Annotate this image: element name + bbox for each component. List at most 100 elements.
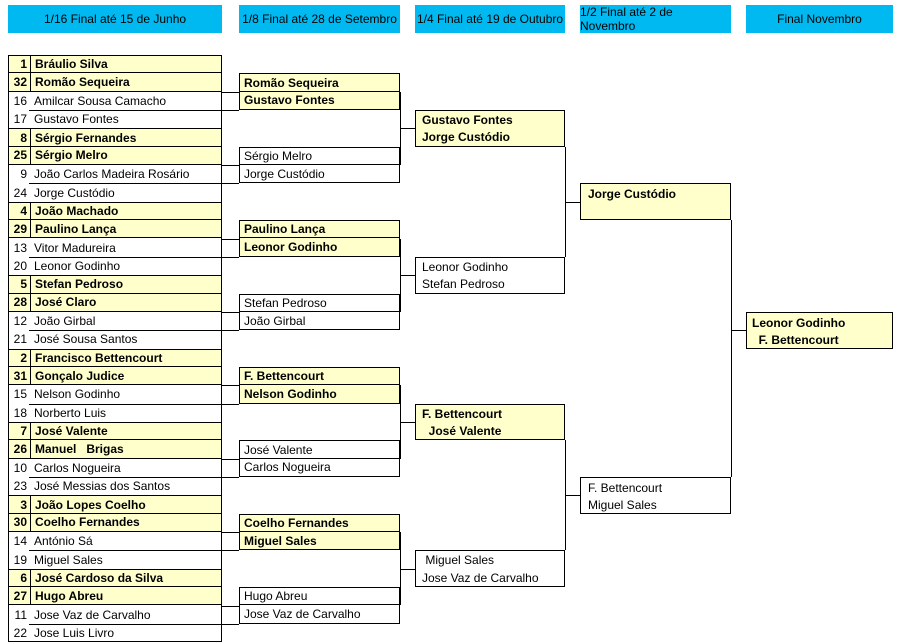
player-name: F. Bettencourt <box>752 333 839 348</box>
player-name: F. Bettencourt <box>244 369 325 384</box>
advanced-player-row: Coelho Fernandes <box>240 515 399 533</box>
player-name: Coelho Fernandes <box>35 515 140 530</box>
bracket-stub-line <box>400 128 415 130</box>
match-connector-line <box>29 330 239 332</box>
player-row: 6 José Cardoso da Silva <box>9 569 221 588</box>
round-header-label: 1/16 Final até 15 de Junho <box>43 12 187 26</box>
round-header-label: 1/4 Final até 19 de Outubro <box>416 12 564 26</box>
bracket-stub-line <box>565 495 580 497</box>
player-name: Gustavo Fontes <box>34 112 119 127</box>
player-name: Bráulio Silva <box>35 57 108 72</box>
player-name: José Valente <box>244 442 313 457</box>
player-name: Amilcar Sousa Camacho <box>34 93 167 108</box>
advanced-player-row: Stefan Pedroso <box>240 295 399 312</box>
round-header-1-4: 1/4 Final até 19 de Outubro <box>415 5 565 33</box>
semifinal-match-box: Jorge Custódio <box>580 183 731 221</box>
player-name: Gonçalo Judice <box>35 368 125 383</box>
player-name: Norberto Luis <box>34 405 107 420</box>
advanced-player-row: Hugo Abreu <box>240 588 399 606</box>
bracket-stub-line <box>731 330 746 332</box>
final-match-box: Leonor Godinho F. Bettencourt <box>746 311 893 349</box>
seed-number: 12 <box>13 314 27 329</box>
advanced-player-row: Leonor Godinho <box>240 238 399 255</box>
player-name: Stefan Pedroso <box>422 277 505 292</box>
seed-number: 21 <box>13 332 27 347</box>
player-name: João Girbal <box>34 314 96 329</box>
bracket-vertical-line <box>731 220 732 478</box>
player-name: José Valente <box>35 424 108 439</box>
player-name: Vitor Madureira <box>34 240 116 255</box>
bracket-vertical-line <box>400 532 401 606</box>
seed-number: 7 <box>9 423 31 440</box>
player-name: José Sousa Santos <box>34 332 138 347</box>
player-name: José Cardoso da Silva <box>35 570 164 585</box>
player-name: Miguel Sales <box>588 498 657 513</box>
player-name: Carlos Nogueira <box>34 460 121 475</box>
advanced-player-row: Jorge Custódio <box>240 165 399 182</box>
round-header-1-8: 1/8 Final até 28 de Setembro <box>239 5 400 33</box>
player-name: Miguel Sales <box>422 553 495 568</box>
seed-number: 26 <box>9 440 31 458</box>
player-name: Romão Sequeira <box>35 75 130 90</box>
match-connector-line <box>29 550 239 552</box>
match-connector-line <box>29 183 239 185</box>
bracket-stub-line <box>400 422 415 423</box>
player-name: Paulino Lança <box>244 222 326 237</box>
match-connector-line <box>222 458 239 460</box>
player-row: 21 José Sousa Santos <box>8 330 222 348</box>
quarterfinal-match-box: F. Bettencourt José Valente <box>415 403 565 441</box>
advanced-player-row: João Girbal <box>240 312 399 329</box>
bracket-stub-line <box>400 275 415 277</box>
player-name: João Carlos Madeira Rosário <box>34 167 190 182</box>
player-name: Coelho Fernandes <box>244 515 349 530</box>
player-name: António Sá <box>34 534 93 549</box>
advanced-player-row: Paulino Lança <box>240 221 399 239</box>
match-connector-line <box>222 605 239 607</box>
advanced-player-row: Gustavo Fontes <box>240 92 399 109</box>
advanced-player-row: Sérgio Melro <box>240 148 399 166</box>
seed-number: 31 <box>9 366 31 385</box>
player-name: Jose Luis Livro <box>34 626 115 641</box>
match-connector-line <box>29 110 239 112</box>
seed-number: 3 <box>9 496 31 513</box>
round-header-1-16: 1/16 Final até 15 de Junho <box>8 5 222 33</box>
advanced-player-row: Carlos Nogueira <box>240 459 399 476</box>
player-row: 30 Coelho Fernandes <box>9 513 221 532</box>
player-name: Jorge Custódio <box>422 130 511 145</box>
seed-number: 30 <box>9 513 31 532</box>
seed-number: 4 <box>9 202 31 220</box>
advanced-player-row: José Valente <box>240 441 399 459</box>
seed-number: 6 <box>9 569 31 587</box>
advanced-player-row: Jose Vaz de Carvalho <box>240 605 399 622</box>
seed-number: 29 <box>9 220 31 238</box>
seed-number: 9 <box>20 167 27 182</box>
player-name: Stefan Pedroso <box>35 277 124 292</box>
seed-number: 10 <box>13 460 27 475</box>
player-name: Hugo Abreu <box>244 589 308 604</box>
bracket-stub-line <box>565 201 580 203</box>
seed-number: 28 <box>9 293 31 311</box>
match-connector-line <box>222 385 239 387</box>
round-header-label: 1/8 Final até 28 de Setembro <box>242 12 397 26</box>
seed-number: 32 <box>9 73 31 91</box>
